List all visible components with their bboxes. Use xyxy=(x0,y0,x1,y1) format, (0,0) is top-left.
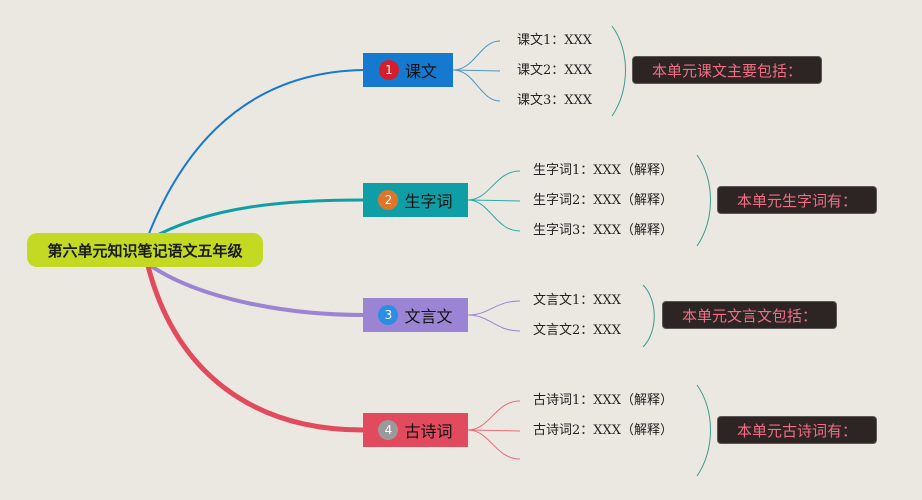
brace-wenyanwen xyxy=(642,284,655,348)
edges-kewen-leaves xyxy=(452,40,501,102)
leaf-kewen-3[interactable]: 课文3：XXX xyxy=(517,93,593,108)
branch-kewen-label: 课文 xyxy=(404,62,437,81)
leaf-kewen-2[interactable]: 课文2：XXX xyxy=(517,63,593,78)
leaf-kewen-1[interactable]: 课文1：XXX xyxy=(517,33,593,48)
leaf-gushici-1[interactable]: 古诗词1：XXX（解释） xyxy=(533,393,674,408)
root-topic-label: 第六单元知识笔记语文五年级 xyxy=(47,241,243,260)
edge-root-to-gushici xyxy=(145,265,364,433)
leaf-wenyanwen-1[interactable]: 文言文1：XXX xyxy=(533,293,622,308)
summary-gushici[interactable]: 本单元古诗词有： xyxy=(717,416,877,444)
branch-gushici-label: 古诗词 xyxy=(404,422,453,441)
leaf-wenyanwen-2[interactable]: 文言文2：XXX xyxy=(533,323,622,338)
branch-wenyanwen-label: 文言文 xyxy=(404,307,453,326)
brace-gushici xyxy=(696,384,711,477)
summary-wenyanwen[interactable]: 本单元文言文包括： xyxy=(662,301,837,329)
leaf-shengzici-3[interactable]: 生字词3：XXX（解释） xyxy=(533,223,674,238)
branch-wenyanwen[interactable]: 3 文言文 xyxy=(363,298,468,332)
edge-root-to-wenyanwen xyxy=(146,262,364,317)
leaf-shengzici-2[interactable]: 生字词2：XXX（解释） xyxy=(533,193,674,208)
number-badge-3: 3 xyxy=(378,305,399,325)
leaf-gushici-2[interactable]: 古诗词2：XXX（解释） xyxy=(533,423,674,438)
number-badge-2: 2 xyxy=(378,190,399,210)
summary-kewen[interactable]: 本单元课文主要包括： xyxy=(632,56,822,84)
root-topic[interactable]: 第六单元知识笔记语文五年级 xyxy=(27,233,263,267)
branch-kewen[interactable]: 1 课文 xyxy=(363,53,453,87)
branch-gushici[interactable]: 4 古诗词 xyxy=(363,413,468,447)
edges-shengzici-leaves xyxy=(467,170,521,232)
branch-shengzici[interactable]: 2 生字词 xyxy=(363,183,468,217)
branch-shengzici-label: 生字词 xyxy=(404,192,453,211)
leaf-shengzici-1[interactable]: 生字词1：XXX（解释） xyxy=(533,163,674,178)
number-badge-4: 4 xyxy=(378,420,399,440)
edges-wenyanwen-leaves xyxy=(467,300,521,332)
edge-root-to-shengzici xyxy=(147,198,364,242)
brace-kewen xyxy=(611,25,626,117)
brace-shengzici xyxy=(696,154,711,247)
number-badge-1: 1 xyxy=(378,60,399,80)
edges-gushici-leaves xyxy=(467,400,521,460)
summary-shengzici[interactable]: 本单元生字词有： xyxy=(717,186,877,214)
edge-root-to-kewen xyxy=(147,69,364,237)
